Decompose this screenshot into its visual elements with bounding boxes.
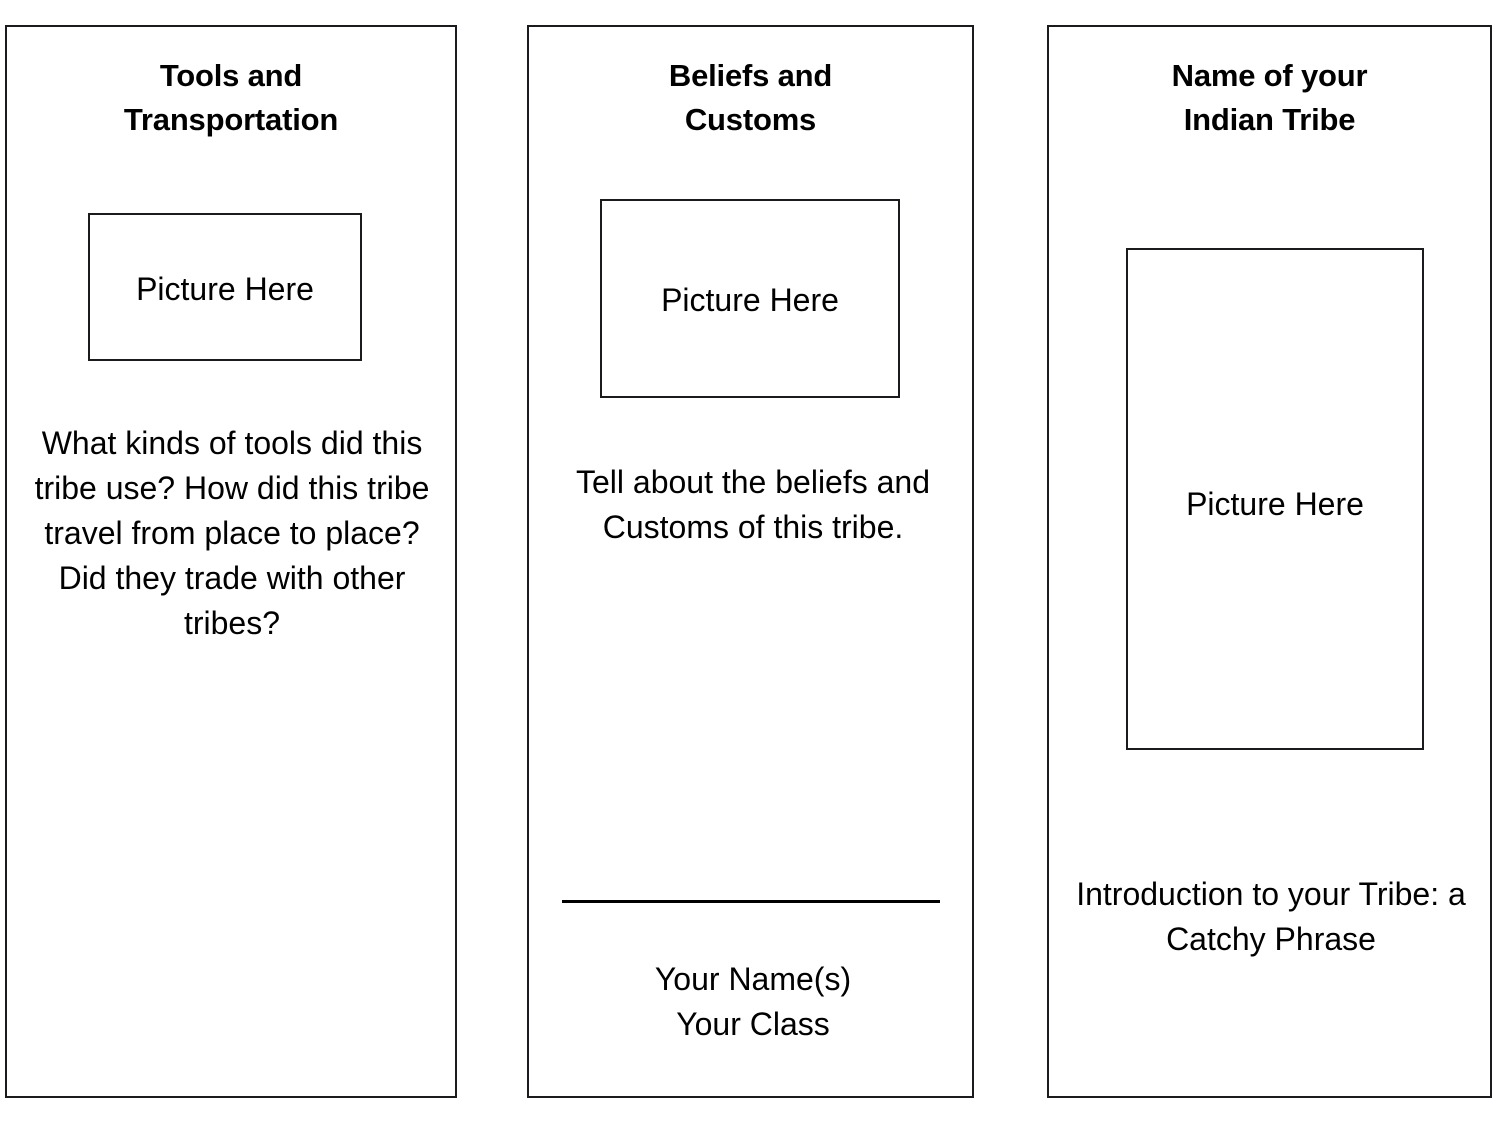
picture-placeholder-beliefs-and-customs[interactable]: Picture Here — [600, 199, 900, 398]
picture-placeholder-label: Picture Here — [1186, 486, 1364, 522]
panel-body-text-beliefs-and-customs: Tell about the beliefs and Customs of th… — [575, 464, 931, 545]
picture-placeholder-name-of-your-indian-tribe[interactable]: Picture Here — [1126, 248, 1424, 750]
signature-rule — [562, 900, 940, 903]
panel-body-text-name-of-your-indian-tribe: Introduction to your Tribe: a Catchy Phr… — [1076, 876, 1466, 957]
picture-placeholder-label: Picture Here — [661, 282, 839, 318]
picture-placeholder-label: Picture Here — [136, 271, 314, 307]
panel-heading-tools-and-transportation: Tools and Transportation — [123, 58, 339, 137]
panel-tools-and-transportation: Tools and Transportation Picture Here Wh… — [5, 25, 457, 1098]
panel-heading-name-of-your-indian-tribe: Name of your Indian Tribe — [1171, 58, 1368, 137]
panel-beliefs-and-customs: Beliefs and Customs Picture Here Tell ab… — [527, 25, 974, 1098]
panel-name-of-your-indian-tribe: Name of your Indian Tribe Picture Here I… — [1047, 25, 1492, 1098]
signature-text: Your Name(s) Your Class — [654, 961, 852, 1042]
panel-heading-beliefs-and-customs: Beliefs and Customs — [668, 58, 833, 137]
panel-body-text-tools-and-transportation: What kinds of tools did this tribe use? … — [34, 425, 430, 641]
picture-placeholder-tools-and-transportation[interactable]: Picture Here — [88, 213, 362, 361]
